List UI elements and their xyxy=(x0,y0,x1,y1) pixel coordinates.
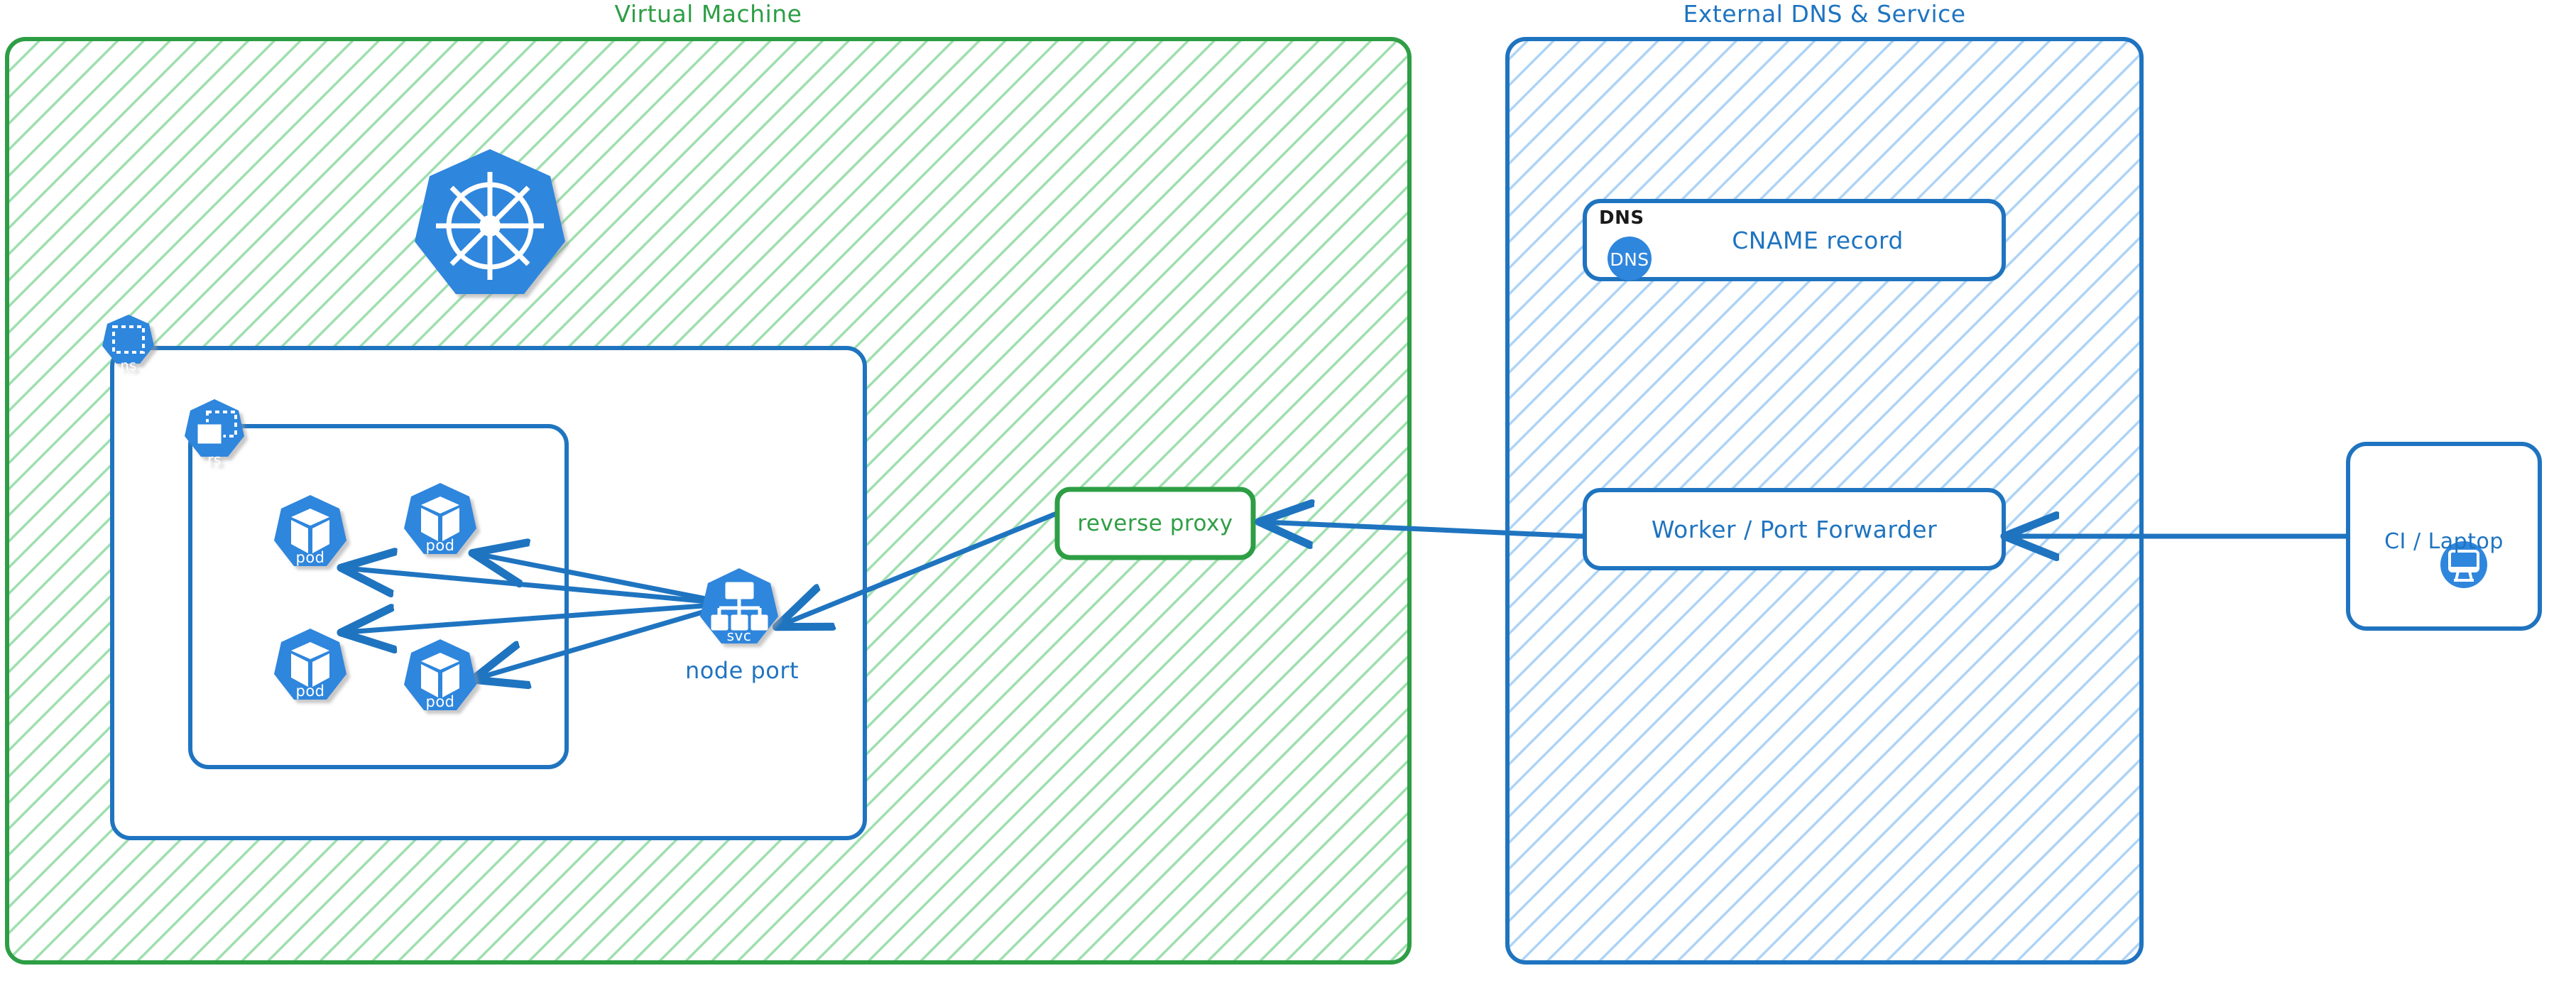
pod-cube-glyph xyxy=(291,509,329,553)
ci-laptop-label: CI / Laptop xyxy=(2384,529,2504,554)
dns-card-title: CNAME record xyxy=(1732,226,1904,254)
arrow-worker-to-reverse-proxy xyxy=(1264,522,1585,536)
pod-cube-glyph xyxy=(421,653,459,697)
namespace-dashed-square xyxy=(112,325,145,354)
arrow-svc-to-pod-1 xyxy=(346,568,734,607)
pod-heptagon xyxy=(404,483,476,554)
reverse-proxy-box[interactable] xyxy=(1054,487,1256,560)
pod-1: pod xyxy=(274,495,346,566)
dns-badge-circle xyxy=(1608,237,1652,281)
service-to-pod-arrows xyxy=(346,554,734,678)
namespace-icon: ns xyxy=(102,315,154,374)
arrow-svc-to-pod-3 xyxy=(346,601,734,632)
monitor-glyph xyxy=(2448,550,2479,582)
reverse-proxy-label[interactable]: reverse proxy xyxy=(1077,511,1233,536)
monitor-icon-circle xyxy=(2440,541,2487,588)
service-tree-glyph xyxy=(711,582,768,631)
node-port-caption: node port xyxy=(684,657,799,684)
dns-badge-icon: DNS xyxy=(1608,237,1652,281)
arrow-svc-to-pod-4 xyxy=(477,601,734,678)
replicaset-solid-rect xyxy=(195,422,224,446)
namespace-badge-label: ns xyxy=(121,358,137,374)
arrow-svc-to-pod-2 xyxy=(477,554,734,607)
virtual-machine-zone-title: Virtual Machine xyxy=(614,0,802,28)
replicaset-container xyxy=(188,424,569,769)
pod-heptagon xyxy=(404,639,476,710)
dns-card-kind-label: DNS xyxy=(1599,207,1644,229)
pod-heptagon xyxy=(274,629,346,700)
service-badge-label: svc xyxy=(727,627,752,644)
pod-cube-glyph xyxy=(291,642,329,687)
worker-card-title: Worker / Port Forwarder xyxy=(1651,515,1938,543)
replicaset-badge-label: rs xyxy=(207,451,222,468)
service-node-port-icon: svc xyxy=(700,568,778,644)
pod-2: pod xyxy=(404,483,476,554)
replicaset-icon: rs xyxy=(185,399,244,468)
arrow-reverse-proxy-to-service xyxy=(781,511,1059,625)
pod-cube-glyph xyxy=(421,496,459,541)
kubernetes-logo xyxy=(415,149,565,294)
desktop-monitor-icon xyxy=(2440,541,2487,588)
pod-label: pod xyxy=(295,683,324,700)
dns-badge-text: DNS xyxy=(1610,249,1649,270)
pod-label: pod xyxy=(425,537,454,554)
pod-4: pod xyxy=(404,639,476,710)
kubernetes-helm-wheel xyxy=(436,172,544,280)
pod-3: pod xyxy=(274,629,346,700)
pod-label: pod xyxy=(425,693,454,710)
pod-heptagon xyxy=(274,495,346,566)
pod-label: pod xyxy=(295,549,324,566)
external-zone-title: External DNS & Service xyxy=(1683,0,1966,28)
dns-card-box[interactable] xyxy=(1583,199,2006,281)
